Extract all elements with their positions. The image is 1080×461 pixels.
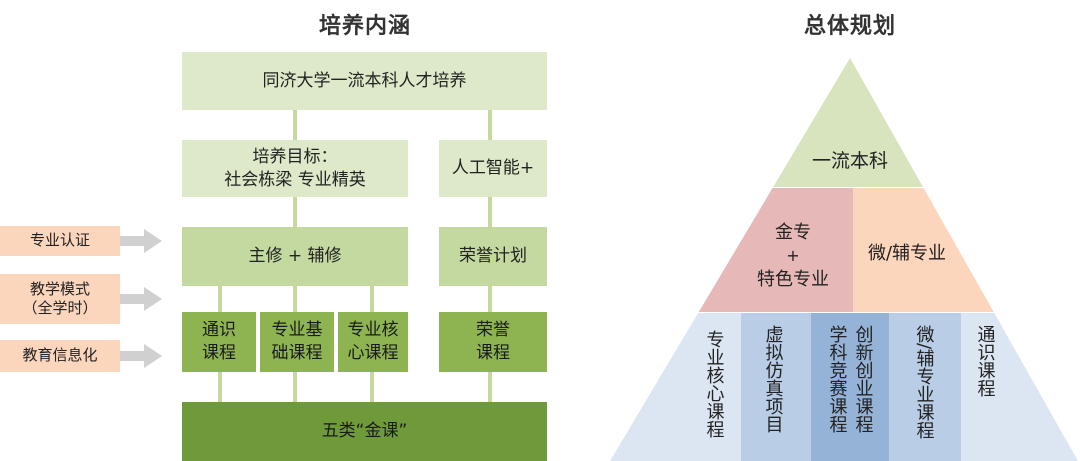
course-basic-line-1: 专业基 xyxy=(271,320,323,341)
pyramid-col-4 xyxy=(889,313,961,461)
pyramid-mid-right-text: 微/辅专业 xyxy=(868,243,946,264)
course-honor-line-2: 课程 xyxy=(476,343,510,363)
arrow-right-icon xyxy=(144,287,162,311)
arrow-right-icon xyxy=(144,344,162,368)
goal-box: 培养目标： 社会栋梁 专业精英 xyxy=(182,140,408,197)
pyramid-mid-left-line-3: 特色专业 xyxy=(757,269,829,290)
major-box: 主修 + 辅修 xyxy=(182,227,408,286)
side-label-cert: 专业认证 xyxy=(0,226,120,256)
pyramid-top-text: 一流本科 xyxy=(812,150,888,172)
course-general-line-2: 课程 xyxy=(202,343,236,363)
connector-line xyxy=(218,372,222,402)
right-title: 总体规划 xyxy=(803,14,896,39)
course-core-box: 专业核 心课程 xyxy=(338,312,408,372)
pyramid-col-5-text: 微/辅专业课程 xyxy=(914,325,935,439)
major-box-text: 主修 + 辅修 xyxy=(248,246,342,267)
course-core-line-1: 专业核 xyxy=(347,320,399,341)
connector-line xyxy=(293,197,297,227)
connector-line xyxy=(293,286,297,312)
course-core-line-2: 心课程 xyxy=(347,343,399,363)
arrow-right-icon xyxy=(144,229,162,253)
golden-course-box: 五类“金课” xyxy=(182,402,547,461)
pyramid-col-6-text: 通识课程 xyxy=(975,325,996,397)
honor-plan-box: 荣誉计划 xyxy=(439,227,547,286)
pyramid-col-2 xyxy=(741,313,811,461)
top-box: 同济大学一流本科人才培养 xyxy=(182,52,547,110)
connector-line xyxy=(488,372,492,402)
arrow-stem xyxy=(120,236,144,246)
connector-line xyxy=(488,286,492,312)
goal-line-1: 培养目标： xyxy=(252,146,338,167)
connector-line xyxy=(488,110,492,140)
side-label-info-text: 教育信息化 xyxy=(22,346,98,365)
golden-course-text: 五类“金课” xyxy=(321,421,408,442)
course-basic-line-2: 础课程 xyxy=(271,343,323,363)
ai-box: 人工智能+ xyxy=(439,140,547,197)
connector-line xyxy=(293,372,297,402)
course-general-box: 通识 课程 xyxy=(182,312,256,372)
pyramid-middle-left xyxy=(610,188,853,312)
goal-line-2: 社会栋梁 专业精英 xyxy=(224,169,366,190)
arrow-stem xyxy=(120,294,144,304)
pyramid-col-3-text: 学科竞赛课程 xyxy=(827,325,848,433)
connector-line xyxy=(218,286,222,312)
side-label-info: 教育信息化 xyxy=(0,340,120,372)
connector-line xyxy=(293,110,297,140)
connector-line xyxy=(370,372,374,402)
side-label-cert-text: 专业认证 xyxy=(29,231,90,250)
connector-line xyxy=(370,286,374,312)
side-label-mode-line-2: （全学时） xyxy=(22,299,98,317)
honor-plan-text: 荣誉计划 xyxy=(459,246,527,267)
pyramid-mid-left-line-1: 金专 xyxy=(775,222,811,243)
course-honor-line-1: 荣誉 xyxy=(476,320,510,341)
course-basic-box: 专业基 础课程 xyxy=(260,312,334,372)
arrow-stem xyxy=(120,351,144,361)
course-general-line-1: 通识 xyxy=(202,320,236,341)
ai-box-text: 人工智能+ xyxy=(451,158,535,179)
pyramid-col-4-text: 创新创业课程 xyxy=(853,325,874,433)
course-honor-box: 荣誉 课程 xyxy=(439,312,547,372)
left-title: 培养内涵 xyxy=(318,14,411,39)
pyramid-col-2-text: 虚拟仿真项目 xyxy=(763,325,784,433)
pyramid-col-3 xyxy=(811,313,889,461)
side-label-mode-line-1: 教学模式 xyxy=(29,279,90,298)
top-box-text: 同济大学一流本科人才培养 xyxy=(262,70,467,91)
pyramid-mid-left-line-2: + xyxy=(786,246,799,265)
planning-pyramid: 一流本科 金专 + 特色专业 微/辅专业 专业核心课程 虚拟仿真项目 学科竞赛课… xyxy=(610,58,1078,461)
connector-line xyxy=(488,197,492,227)
side-label-mode: 教学模式 （全学时） xyxy=(0,274,120,324)
pyramid-col-1-text: 专业核心课程 xyxy=(704,330,725,438)
